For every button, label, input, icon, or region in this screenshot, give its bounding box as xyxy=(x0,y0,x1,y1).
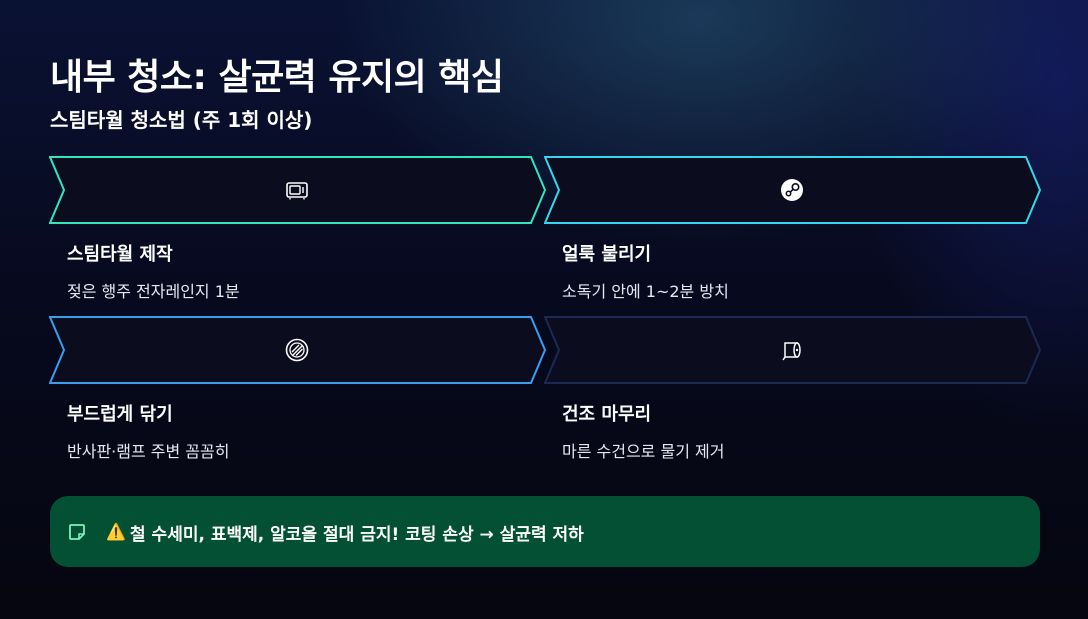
step-title-3: 부드럽게 닦기 xyxy=(67,404,173,425)
step-desc-4: 마른 수건으로 물기 제거 xyxy=(562,442,725,461)
warning-icon: ⚠️ xyxy=(106,522,126,541)
steam-icon xyxy=(781,179,803,201)
paper-towel-icon xyxy=(782,342,801,361)
warning-banner: ⚠️ 철 수세미, 표백제, 알코올 절대 금지! 코팅 손상 → 살균력 저하 xyxy=(50,496,1040,567)
wipe-circle-icon xyxy=(285,338,309,362)
step-card-3 xyxy=(49,316,547,384)
step-chevron-4 xyxy=(544,316,1042,384)
step-chevron-1 xyxy=(49,156,547,224)
step-card-1 xyxy=(49,156,547,224)
step-desc-3: 반사판·램프 주변 꼼꼼히 xyxy=(67,442,230,461)
note-icon xyxy=(69,524,85,540)
page-title: 내부 청소: 살균력 유지의 핵심 xyxy=(50,57,504,98)
microwave-icon xyxy=(286,182,308,200)
step-title-2: 얼룩 불리기 xyxy=(562,244,652,265)
page-subtitle: 스팀타월 청소법 (주 1회 이상) xyxy=(50,108,313,132)
step-card-2 xyxy=(544,156,1042,224)
step-title-4: 건조 마무리 xyxy=(562,404,652,425)
warning-text: 철 수세미, 표백제, 알코올 절대 금지! 코팅 손상 → 살균력 저하 xyxy=(130,525,584,545)
step-desc-1: 젖은 행주 전자레인지 1분 xyxy=(67,282,240,301)
step-card-4 xyxy=(544,316,1042,384)
step-desc-2: 소독기 안에 1~2분 방치 xyxy=(562,282,729,301)
step-title-1: 스팀타월 제작 xyxy=(67,244,173,265)
